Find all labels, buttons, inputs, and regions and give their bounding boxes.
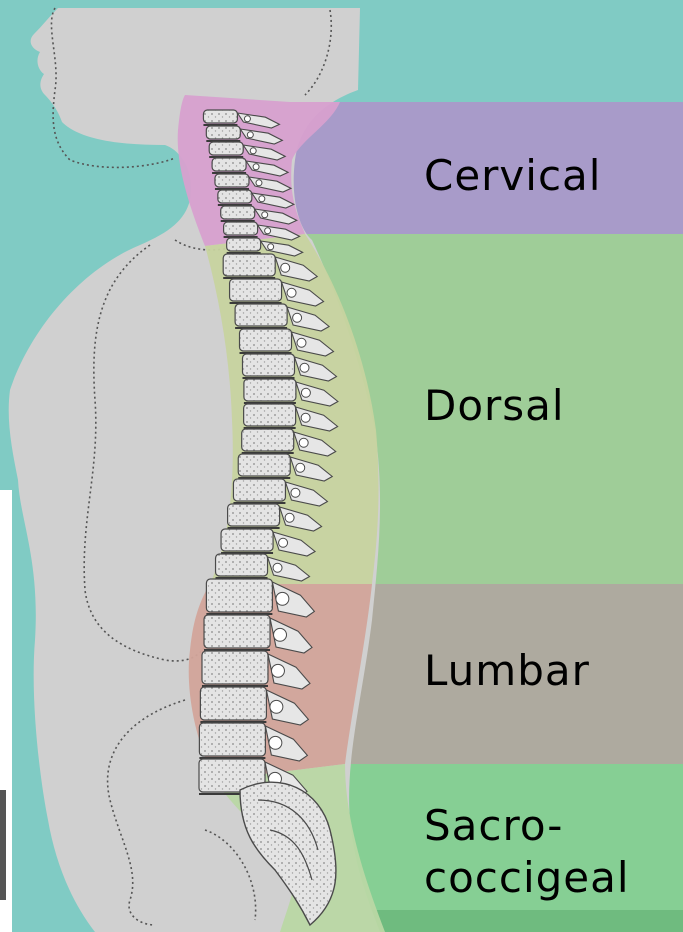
sacrococcygeal-label-line-2: coccigeal (424, 852, 630, 904)
vertebra-body (199, 723, 265, 756)
vertebra-body (244, 404, 296, 426)
vertebra-body (221, 206, 255, 219)
vertebral-foramen (276, 592, 289, 605)
vertebral-foramen (299, 438, 308, 447)
vertebral-foramen (297, 338, 306, 347)
sacrococcygeal-label-line-1: Sacro- (424, 800, 630, 852)
vertebral-foramen (268, 244, 274, 250)
vertebra-body (240, 329, 292, 351)
vertebral-foramen (273, 563, 282, 572)
vertebral-foramen (293, 313, 302, 322)
vertebra-body (200, 687, 266, 720)
vertebral-foramen (285, 513, 294, 522)
vertebra-body (233, 479, 285, 501)
vertebra-body (227, 238, 261, 251)
vertebral-foramen (244, 116, 250, 122)
lumbar-label: Lumbar (424, 645, 590, 697)
vertebral-foramen (271, 664, 284, 677)
vertebra-body (224, 222, 258, 235)
vertebral-foramen (281, 263, 290, 272)
vertebra-body (202, 651, 268, 684)
vertebra-body (206, 126, 240, 139)
vertebral-foramen (274, 628, 287, 641)
vertebra-body (221, 529, 273, 551)
vertebral-foramen (301, 413, 310, 422)
vertebra-body (218, 190, 252, 203)
vertebral-foramen (279, 538, 288, 547)
vertebra-body (230, 279, 282, 301)
cervical-label: Cervical (424, 150, 601, 202)
vertebra-body (235, 304, 287, 326)
vertebra-body (228, 504, 280, 526)
vertebral-foramen (300, 363, 309, 372)
vertebral-foramen (256, 180, 262, 186)
vertebra-body (212, 158, 246, 171)
vertebra-body (242, 354, 294, 376)
vertebral-foramen (259, 196, 265, 202)
vertebra-body (223, 254, 275, 276)
vertebral-foramen (253, 164, 259, 170)
vertebral-foramen (301, 388, 310, 397)
vertebra-body (209, 142, 243, 155)
vertebral-foramen (247, 132, 253, 138)
vertebral-foramen (291, 488, 300, 497)
dorsal-label: Dorsal (424, 380, 565, 432)
vertebra-body (215, 174, 249, 187)
vertebra-body (238, 454, 290, 476)
vertebral-foramen (287, 288, 296, 297)
vertebral-foramen (296, 463, 305, 472)
vertebral-foramen (262, 212, 268, 218)
vertebra-body (242, 429, 294, 451)
vertebral-foramen (269, 736, 282, 749)
vertebral-foramen (270, 700, 283, 713)
vertebra-body (244, 379, 296, 401)
corner-strip-shadow (0, 790, 6, 900)
vertebral-foramen (265, 228, 271, 234)
vertebra-body (206, 579, 272, 612)
vertebra-body (204, 615, 270, 648)
sacrococcygeal-label: Sacro- coccigeal (424, 800, 630, 904)
vertebral-foramen (250, 148, 256, 154)
vertebra-body (203, 110, 237, 123)
vertebra-body (216, 554, 268, 576)
